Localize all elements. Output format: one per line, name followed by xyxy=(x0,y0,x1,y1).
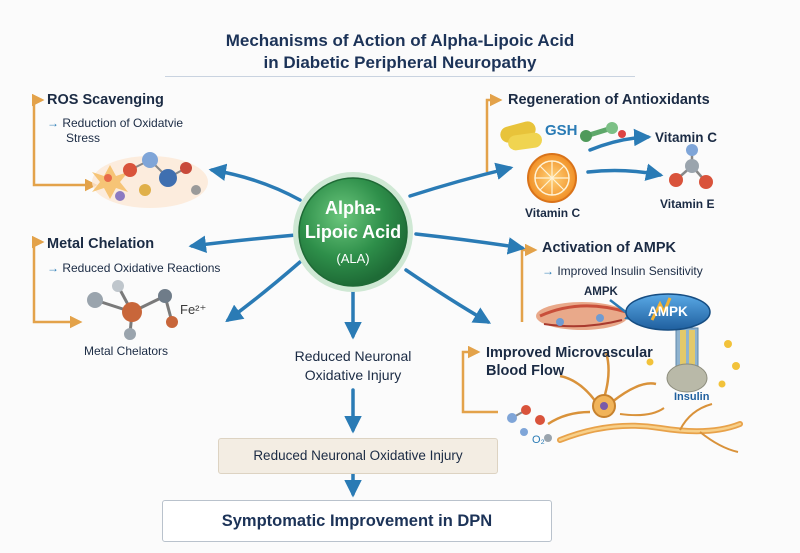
ampk-tissue-illustration xyxy=(536,299,638,330)
center-line-3: (ALA) xyxy=(336,251,369,266)
title-line-2: in Diabetic Peripheral Neuropathy xyxy=(263,53,537,72)
oxidative-injury-box: Reduced Neuronal Oxidative Injury xyxy=(218,438,498,474)
radial-arrows xyxy=(188,128,664,498)
ampk-subtext: → Improved Insulin Sensitivity xyxy=(542,264,703,279)
ampk-receptor-illustration xyxy=(625,293,740,393)
ampk-badge: AMPK xyxy=(648,304,688,319)
bracket-blood-flow xyxy=(461,345,498,414)
ampk-sub: Improved Insulin Sensitivity xyxy=(557,264,703,278)
arrow-to-metal xyxy=(188,233,298,253)
metal-heading: Metal Chelation xyxy=(47,236,155,252)
orange-slice-illustration xyxy=(527,153,577,203)
mid-outcome-line-1: Reduced Neuronal xyxy=(294,348,412,364)
title-divider xyxy=(165,76,635,77)
vitamin-e-molecule-illustration xyxy=(669,144,713,189)
vitamin-e-label: Vitamin E xyxy=(660,197,715,211)
metal-sub: Reduced Oxidative Reactions xyxy=(62,261,221,275)
final-outcome-box: Symptomatic Improvement in DPN xyxy=(162,500,552,542)
ampk-small-label: AMPK xyxy=(584,286,618,298)
bracket-ampk xyxy=(520,243,538,322)
mid-outcome-text: Reduced Neuronal Oxidative Injury xyxy=(253,347,453,385)
bracket-ros xyxy=(32,93,98,192)
bracket-metal xyxy=(32,235,83,329)
blood-flow-heading-line-2: Blood Flow xyxy=(486,363,565,379)
gsh-label: GSH xyxy=(545,122,578,139)
right-arrow-icon: → xyxy=(47,261,59,275)
right-arrow-icon: → xyxy=(542,264,554,278)
ros-molecules-illustration xyxy=(92,152,208,208)
arrow-to-ros xyxy=(208,163,302,202)
mid-outcome-line-2: Oxidative Injury xyxy=(304,367,402,383)
title-line-1: Mechanisms of Action of Alpha-Lipoic Aci… xyxy=(225,31,575,50)
arrow-to-blood-flow xyxy=(404,268,492,324)
oxygen-molecules-illustration xyxy=(507,405,552,442)
right-arrow-icon: → xyxy=(47,116,59,130)
blood-flow-heading: Improved Microvascular Blood Flow xyxy=(486,344,653,380)
arrow-to-ampk xyxy=(414,232,526,255)
ros-sub-line-1: Reduction of Oxidatvie xyxy=(62,116,184,130)
vitamin-c-bottom-label: Vitamin C xyxy=(525,206,581,220)
metal-subtext: → Reduced Oxidative Reactions xyxy=(47,261,220,276)
page-title: Mechanisms of Action of Alpha-Lipoic Aci… xyxy=(100,30,700,74)
neuron-illustration xyxy=(547,351,743,453)
blood-flow-heading-line-1: Improved Microvascular xyxy=(486,345,653,361)
vitamin-c-top-label: Vitamin C xyxy=(655,130,718,145)
ala-center-node: Alpha- Lipoic Acid (ALA) xyxy=(293,172,413,292)
arrow-to-antioxidants xyxy=(408,162,514,198)
antioxidants-heading: Regeneration of Antioxidants xyxy=(508,92,710,108)
insulin-label: Insulin xyxy=(674,391,710,403)
arrow-gsh-vitc xyxy=(588,128,652,152)
ros-sub-line-2: Stress xyxy=(66,131,101,145)
ros-heading: ROS Scavenging xyxy=(47,92,164,108)
metal-chelator-illustration xyxy=(87,280,178,340)
center-line-1: Alpha- xyxy=(325,198,381,218)
iron-ion-label: Fe²⁺ xyxy=(180,302,207,317)
arrow-vitc-vite xyxy=(586,163,664,181)
oxygen-label: O₂ xyxy=(532,434,545,446)
arrow-to-chelators xyxy=(225,260,302,323)
ros-subtext: → Reduction of Oxidatvie Stress xyxy=(47,116,183,146)
green-molecule-illustration xyxy=(580,122,626,142)
center-line-2: Lipoic Acid xyxy=(305,222,401,242)
gsh-capsules-illustration xyxy=(500,121,542,151)
metal-chelators-caption: Metal Chelators xyxy=(84,344,169,358)
bracket-antioxidants xyxy=(485,93,503,172)
ampk-heading: Activation of AMPK xyxy=(542,240,676,256)
